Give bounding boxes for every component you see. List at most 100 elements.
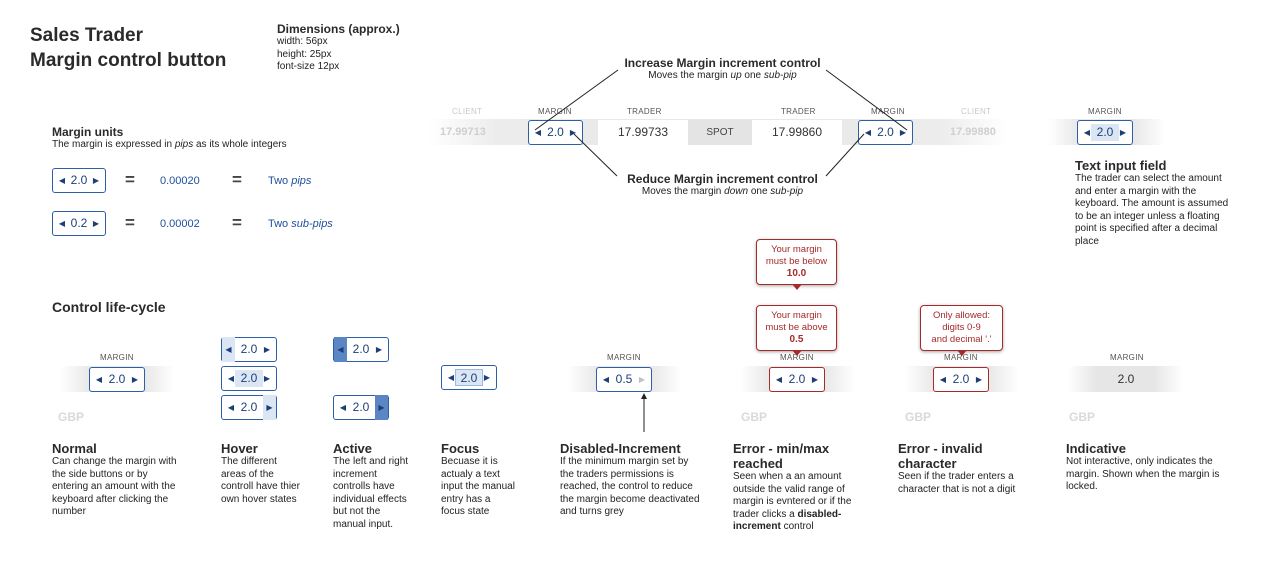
error-tooltip-above: Your margin must be above 0.5	[756, 305, 837, 356]
margin-control-active-right[interactable]: ◀ 2.0 ▶	[333, 395, 389, 420]
caret-right-icon[interactable]: ▶	[811, 375, 819, 384]
caret-left-icon[interactable]: ◀	[602, 375, 610, 384]
active-desc: The left and right increment controlls h…	[333, 456, 409, 530]
connector-increase-left	[534, 69, 619, 131]
caret-right-icon[interactable]: ▶	[263, 374, 271, 383]
margin-value[interactable]: 2.0	[547, 125, 564, 139]
margin-control-error-minmax[interactable]: ◀ 2.0 ▶	[769, 367, 825, 392]
dimensions-width: width: 56px	[277, 36, 328, 47]
caret-right-icon[interactable]: ▶	[569, 128, 577, 137]
margin-units-block: Margin units The margin is expressed in …	[52, 125, 287, 152]
caret-right-icon[interactable]: ▶	[375, 345, 383, 354]
connector-increase-right	[825, 69, 908, 131]
caret-left-icon[interactable]: ◀	[534, 128, 542, 137]
margin-value[interactable]: 2.0	[240, 342, 258, 356]
margin-value[interactable]: 0.5	[615, 372, 633, 386]
error-tooltip-below: Your margin must be below 10.0	[756, 239, 837, 290]
caret-left-icon[interactable]: ◀	[58, 176, 66, 185]
margin-control-error-invalid[interactable]: ◀ 2.0 ▶	[933, 367, 989, 392]
caret-left-icon[interactable]: ◀	[222, 337, 235, 362]
margin-control-example-pips[interactable]: ◀ 2.0 ▶	[52, 168, 106, 193]
margin-control-focus[interactable]: ◀ 2.0 ▶	[441, 365, 497, 390]
reduce-title: Reduce Margin increment control	[627, 172, 818, 186]
gbp-label: GBP	[905, 410, 932, 424]
increase-title: Increase Margin increment control	[624, 56, 821, 70]
margin-value[interactable]: 2.0	[788, 372, 806, 386]
margin-control-normal[interactable]: ◀ 2.0 ▶	[89, 367, 145, 392]
margin-value[interactable]: 2.0	[70, 173, 88, 187]
caret-right-icon[interactable]: ▶	[899, 128, 907, 137]
equals-sign: =	[125, 170, 135, 189]
margin-control-active-left[interactable]: ◀ 2.0 ▶	[333, 337, 389, 362]
margin-control-text-input[interactable]: ◀ 2.0 ▶	[1077, 120, 1133, 145]
normal-caption: Normal Can change the margin with the si…	[52, 441, 177, 519]
caret-right-icon[interactable]: ▶	[92, 219, 100, 228]
active-title: Active	[333, 441, 373, 456]
caret-right-icon[interactable]: ▶	[375, 395, 388, 420]
margin-control-right[interactable]: ◀ 2.0 ▶	[858, 120, 913, 145]
caret-left-icon[interactable]: ◀	[227, 374, 235, 383]
error-minmax-title-1: Error - min/max	[733, 441, 830, 456]
margin-control-example-subpips[interactable]: ◀ 0.2 ▶	[52, 211, 106, 236]
caret-left-icon[interactable]: ◀	[775, 375, 783, 384]
gbp-label: GBP	[1069, 410, 1096, 424]
text-input-title: Text input field	[1075, 158, 1167, 173]
caret-left-icon[interactable]: ◀	[1083, 128, 1091, 137]
error-minmax-caption: Error - min/max reached Seen when a an a…	[733, 441, 863, 534]
caret-left-icon[interactable]: ◀	[58, 219, 66, 228]
caret-left-icon[interactable]: ◀	[334, 337, 347, 362]
margin-control-left[interactable]: ◀ 2.0 ▶	[528, 120, 583, 145]
disabled-desc: If the minimum margin set by the traders…	[560, 456, 700, 517]
margin-value[interactable]: 0.2	[70, 216, 88, 230]
caret-right-icon[interactable]: ▶	[92, 176, 100, 185]
increase-annotation: Increase Margin increment control Moves …	[560, 56, 885, 83]
caret-left-icon[interactable]: ◀	[227, 403, 235, 412]
caret-right-icon: ▶	[638, 375, 646, 384]
caret-right-icon[interactable]: ▶	[131, 375, 139, 384]
disabled-caption: Disabled-Increment If the minimum margin…	[560, 441, 705, 519]
pips-label: Two pips	[268, 175, 312, 187]
page-title-line1: Sales Trader	[30, 25, 144, 46]
margin-control-hover-left[interactable]: ◀ 2.0 ▶	[221, 337, 277, 362]
indicative-title: Indicative	[1066, 441, 1126, 456]
caret-right-icon[interactable]: ▶	[975, 375, 983, 384]
margin-control-disabled[interactable]: ◀ 0.5 ▶	[596, 367, 652, 392]
caret-left-icon[interactable]: ◀	[939, 375, 947, 384]
margin-value[interactable]: 2.0	[352, 342, 370, 356]
trader-price-left: 17.99733	[598, 120, 688, 145]
reduce-desc: Moves the margin down one sub-pip	[641, 186, 804, 197]
margin-value[interactable]: 2.0	[240, 400, 258, 414]
gbp-label: GBP	[58, 410, 85, 424]
error-minmax-desc: Seen when a an amount outside the valid …	[733, 471, 852, 532]
margin-value[interactable]: 2.0	[352, 400, 370, 414]
indicative-strip	[1068, 366, 1183, 392]
caret-left-icon[interactable]: ◀	[864, 128, 872, 137]
caret-left-icon[interactable]: ◀	[95, 375, 103, 384]
caret-right-icon[interactable]: ▶	[1119, 128, 1127, 137]
indicative-desc: Not interactive, only indicates the marg…	[1066, 456, 1220, 492]
error-minmax-title-2: reached	[733, 456, 783, 471]
margin-value[interactable]: 2.0	[108, 372, 126, 386]
dimensions-height: height: 25px	[277, 48, 332, 60]
margin-control-hover-right[interactable]: ◀ 2.0 ▶	[221, 395, 277, 420]
margin-value[interactable]: 2.0	[455, 369, 483, 386]
margin-value[interactable]: 2.0	[877, 125, 894, 139]
subpips-label: Two sub-pips	[268, 218, 333, 230]
caret-left-icon[interactable]: ◀	[447, 373, 455, 382]
margin-units-desc: The margin is expressed in pips as its w…	[52, 139, 287, 150]
pips-decimal: 0.00020	[160, 175, 200, 187]
client-price-right: 17.99880	[950, 126, 996, 138]
margin-value[interactable]: 2.0	[1091, 124, 1119, 141]
subpips-decimal: 0.00002	[160, 218, 200, 230]
margin-value[interactable]: 2.0	[952, 372, 970, 386]
caret-right-icon[interactable]: ▶	[483, 373, 491, 382]
caret-right-icon[interactable]: ▶	[263, 345, 271, 354]
page-title-line2: Margin control button	[30, 50, 227, 71]
margin-control-hover-center[interactable]: ◀ 2.0 ▶	[221, 366, 277, 391]
dimensions-block: Dimensions (approx.) width: 56px height:…	[277, 22, 400, 74]
caret-right-icon[interactable]: ▶	[263, 395, 276, 420]
margin-value[interactable]: 2.0	[235, 370, 263, 387]
page-title: Sales Trader Margin control button	[30, 23, 226, 73]
caret-left-icon[interactable]: ◀	[339, 403, 347, 412]
dimensions-font: font-size 12px	[277, 61, 340, 72]
